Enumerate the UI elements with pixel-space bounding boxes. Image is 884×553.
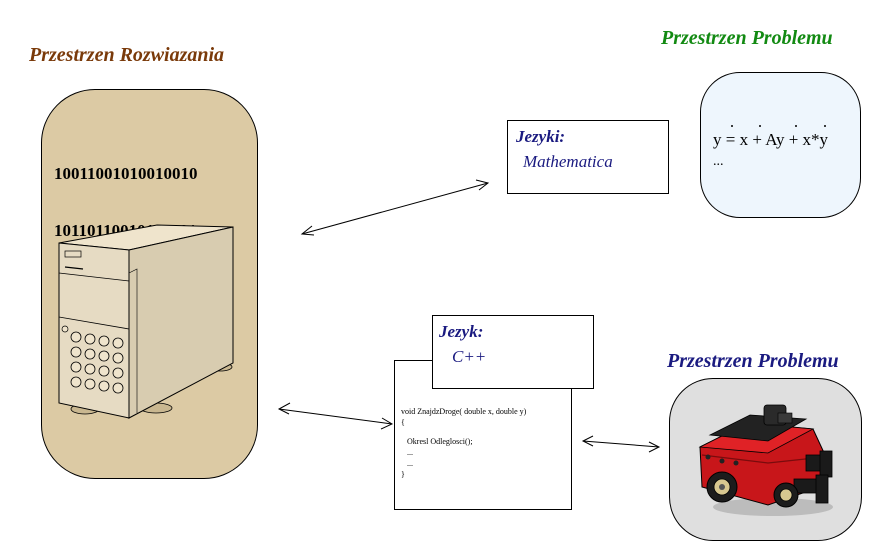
arrowhead xyxy=(581,435,594,447)
code-line: } xyxy=(401,470,405,479)
arrowhead xyxy=(300,225,315,236)
mobile-robot-icon xyxy=(698,404,833,516)
language-box-top: Jezyki: Mathematica xyxy=(507,120,669,194)
derivative-dot xyxy=(731,125,733,127)
arrow-bottom xyxy=(278,408,393,425)
arrowhead xyxy=(648,441,661,453)
language-box-bottom: Jezyk: C++ xyxy=(432,315,594,389)
arrowhead xyxy=(475,179,490,191)
binary-line-1: 10011001010010010 xyxy=(54,164,198,183)
problem-space-bottom-title: Przestrzen Problemu xyxy=(667,350,839,372)
code-line: void ZnajdzDroge( double x, double y) xyxy=(401,407,527,416)
arrowhead xyxy=(277,402,291,415)
language-label: Jezyk: xyxy=(439,322,484,341)
server-tower-icon xyxy=(58,224,234,419)
derivative-dot xyxy=(795,125,797,127)
code-line: { xyxy=(401,418,405,427)
derivative-dot xyxy=(824,125,826,127)
language-label: Jezyki: xyxy=(516,127,566,146)
problem-space-top-title: Przestrzen Problemu xyxy=(661,27,833,49)
derivative-dot xyxy=(759,125,761,127)
solution-space-title: Przestrzen Rozwiazania xyxy=(29,44,225,66)
language-value: C++ xyxy=(452,347,487,366)
equation-ellipsis: ... xyxy=(713,154,724,169)
problem-space-top-panel xyxy=(700,72,861,218)
arrowhead xyxy=(380,417,394,430)
arrow-top xyxy=(301,182,489,235)
code-line: ... xyxy=(407,448,413,457)
code-line: Okresl Odleglosci(); xyxy=(407,437,473,446)
equation-text: y = x + Ay + x*y xyxy=(713,130,829,149)
code-line: ... xyxy=(407,459,413,468)
language-value: Mathematica xyxy=(523,152,613,171)
arrow-robot xyxy=(582,440,660,448)
